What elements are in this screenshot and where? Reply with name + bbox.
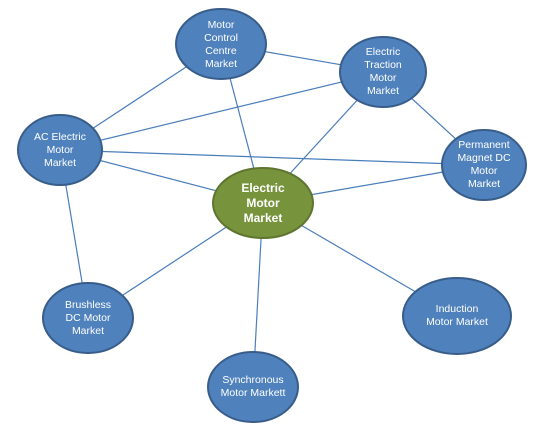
edge-ac-to-pmdc bbox=[59, 149, 485, 166]
node-induction-circle bbox=[402, 277, 512, 355]
node-pmdc-circle bbox=[441, 129, 527, 201]
node-center-circle bbox=[212, 167, 314, 239]
nodes bbox=[17, 8, 527, 423]
node-traction-circle bbox=[339, 36, 427, 108]
node-motor-control-circle bbox=[175, 8, 267, 80]
node-brushless-circle bbox=[42, 282, 134, 354]
node-synchronous-circle bbox=[207, 351, 299, 423]
node-ac-circle bbox=[17, 114, 103, 186]
edge-ac-to-traction bbox=[59, 71, 384, 151]
